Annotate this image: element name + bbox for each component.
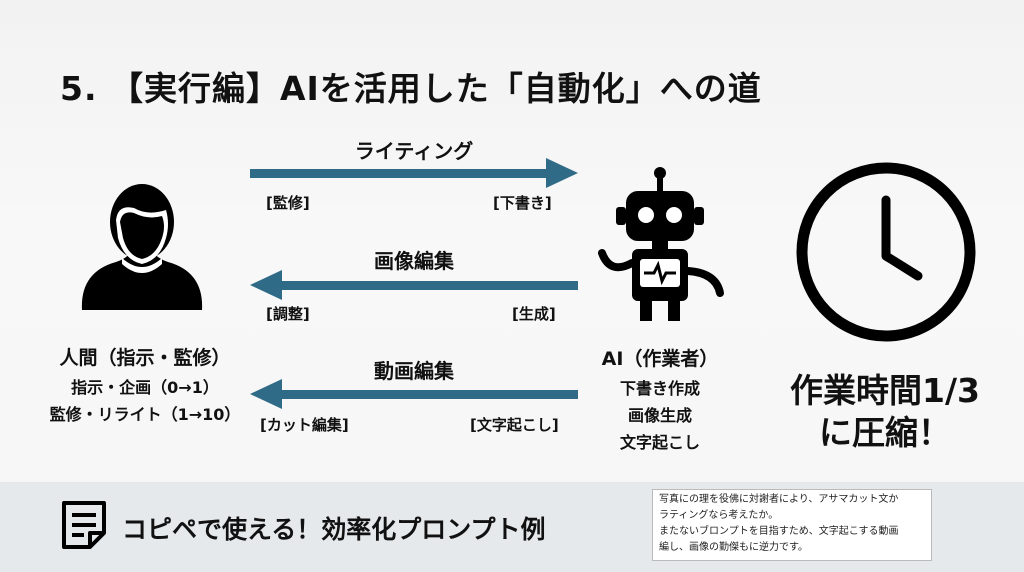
tag-supervise: [監修] bbox=[266, 194, 310, 212]
ai-line: 文字起こし bbox=[619, 433, 700, 452]
ai-line: 画像生成 bbox=[627, 406, 692, 425]
tag-transcribe: [文字起こし] bbox=[470, 416, 559, 434]
arrow-left-icon bbox=[250, 270, 578, 300]
prompt-heading: コピペで使える！効率化プロンプト例 bbox=[122, 515, 546, 544]
clock-text: 作業時間1/3 bbox=[790, 371, 980, 410]
note-line: 写真にの理を役佛に対謝者により、アサマカット文か bbox=[659, 494, 899, 505]
arrow-right-icon bbox=[250, 158, 578, 188]
clock-icon bbox=[796, 162, 976, 342]
tag-generate: [生成] bbox=[512, 305, 556, 323]
flow-label-image: 画像編集 bbox=[374, 249, 454, 273]
note-line: 編し、画像の勤傑もに逆力です。 bbox=[659, 542, 808, 553]
tag-draft: [下書き] bbox=[493, 194, 552, 212]
flow-label-writing: ライティング bbox=[354, 139, 474, 163]
flow-label-video: 動画編集 bbox=[374, 359, 454, 383]
notepad-icon bbox=[62, 501, 106, 549]
ai-line: 下書き作成 bbox=[619, 379, 700, 398]
human-title: 人間（指示・監修） bbox=[59, 347, 231, 369]
note-line: ラティングなら考えたか。 bbox=[659, 510, 779, 521]
arrow-left-icon bbox=[250, 379, 578, 409]
robot-icon bbox=[598, 167, 724, 321]
clock-text: に圧縮！ bbox=[819, 413, 951, 452]
prompt-example-box[interactable]: 写真にの理を役佛に対謝者により、アサマカット文か ラティングなら考えたか。 また… bbox=[652, 489, 932, 561]
human-line: 監修・リライト（1→10） bbox=[49, 405, 241, 424]
page-title: 5. 【実行編】AIを活用した「自動化」への道 bbox=[60, 69, 762, 108]
tag-cut-edit: [カット編集] bbox=[260, 416, 349, 434]
person-icon bbox=[81, 184, 203, 310]
ai-title: AI（作業者） bbox=[601, 348, 719, 370]
tag-adjust: [調整] bbox=[266, 305, 310, 323]
note-line: またないブロンプトを目指すため、文字起こする動画 bbox=[659, 526, 899, 537]
human-line: 指示・企画（0→1） bbox=[71, 378, 219, 397]
